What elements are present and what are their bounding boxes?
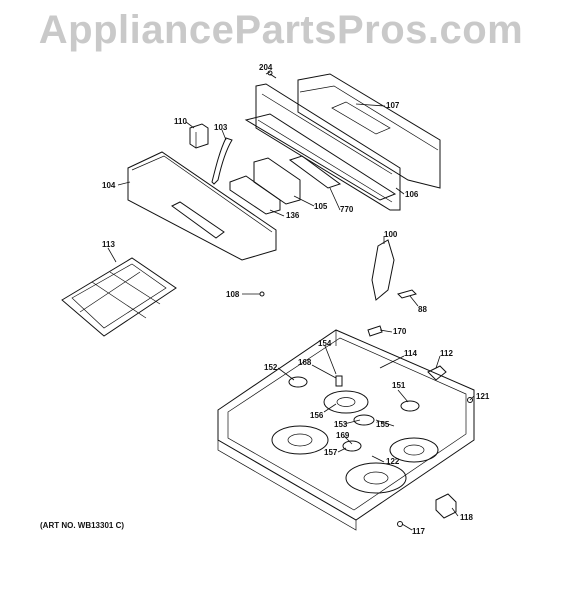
callout-104: 104 — [102, 181, 116, 190]
callout-154: 154 — [318, 339, 332, 348]
top-trim-part — [297, 73, 441, 189]
burner-cap-152 — [288, 376, 308, 388]
cooktop-part — [217, 329, 475, 531]
callout-108: 108 — [226, 290, 240, 299]
site-watermark: AppliancePartsPros.com — [38, 8, 524, 52]
burner-rear-left — [323, 390, 369, 414]
control-board-part — [253, 155, 342, 205]
callout-88: 88 — [418, 305, 427, 314]
screw-170-part — [367, 325, 383, 337]
callout-100: 100 — [384, 230, 398, 239]
callout-151: 151 — [392, 381, 406, 390]
wire-harness-part — [211, 137, 233, 185]
switch-part — [189, 123, 209, 149]
burner-front-left — [271, 425, 329, 455]
callout-156: 156 — [310, 411, 324, 420]
callout-105: 105 — [314, 202, 328, 211]
knob-118-part — [435, 493, 457, 519]
backguard-frame-part — [244, 83, 401, 211]
callout-204: 204 — [259, 63, 273, 72]
callout-168: 168 — [298, 358, 312, 367]
callout-110: 110 — [174, 117, 187, 126]
screw-117-part — [397, 521, 403, 527]
callout-152: 152 — [264, 363, 278, 372]
callout-122: 122 — [386, 457, 400, 466]
screw-108-part — [259, 291, 265, 297]
callout-103: 103 — [214, 123, 228, 132]
burner-cap-151 — [400, 400, 420, 412]
art-number: (ART NO. WB13301 C) — [40, 521, 125, 530]
callout-112: 112 — [440, 349, 453, 358]
callout-113: 113 — [102, 240, 115, 249]
callout-153: 153 — [334, 420, 348, 429]
burner-center — [342, 414, 375, 452]
callout-170: 170 — [393, 327, 407, 336]
callout-770: 770 — [340, 205, 354, 214]
control-panel-part — [127, 151, 277, 261]
burner-grate-part — [61, 257, 177, 337]
callout-157: 157 — [324, 448, 338, 457]
burner-rear-right — [389, 437, 439, 463]
callout-121: 121 — [476, 392, 490, 401]
part-88 — [397, 289, 417, 299]
igniter-168 — [335, 375, 343, 387]
burner-front-right — [345, 462, 407, 494]
callout-155: 155 — [376, 420, 390, 429]
callout-106: 106 — [405, 190, 419, 199]
callout-114: 114 — [404, 349, 417, 358]
callout-117: 117 — [412, 527, 425, 536]
end-cap-part — [371, 239, 395, 301]
overlay-part — [229, 175, 281, 215]
part-121 — [467, 397, 473, 403]
callout-136: 136 — [286, 211, 300, 220]
callout-107: 107 — [386, 101, 400, 110]
callout-169: 169 — [336, 431, 350, 440]
leader-lines — [107, 71, 475, 531]
callout-118: 118 — [460, 513, 473, 522]
valve-112-part — [427, 365, 447, 381]
callout-labels: 204 107 110 103 104 106 105 770 136 113 … — [102, 63, 490, 536]
